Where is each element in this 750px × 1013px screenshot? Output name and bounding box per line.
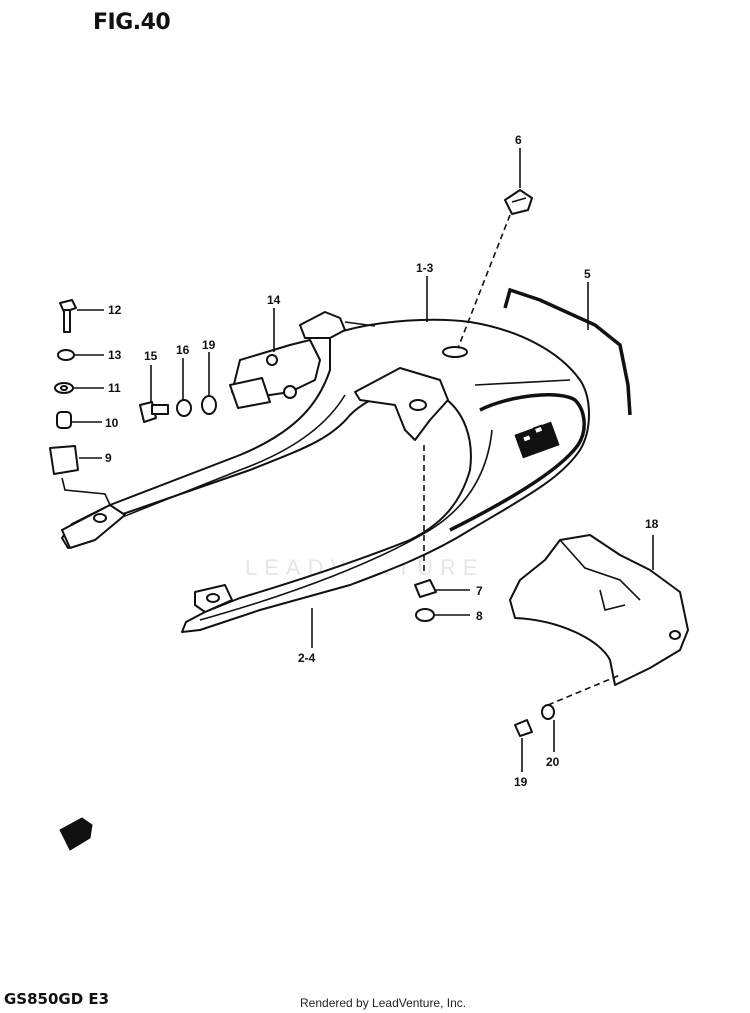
callout-6: 6 xyxy=(515,133,522,147)
callout-19-upper: 19 xyxy=(202,338,216,352)
callout-10: 10 xyxy=(105,416,119,430)
callout-18: 18 xyxy=(645,517,659,531)
callout-11: 11 xyxy=(108,381,121,395)
callout-1-3: 1-3 xyxy=(416,261,434,275)
callout-20: 20 xyxy=(546,755,560,769)
callout-19-lower: 19 xyxy=(514,775,528,789)
callout-12: 12 xyxy=(108,303,122,317)
callout-13: 13 xyxy=(108,348,122,362)
cushion-6 xyxy=(504,189,533,215)
callout-2-4: 2-4 xyxy=(298,651,316,665)
figure-title: FIG.40 xyxy=(93,10,171,35)
callout-5: 5 xyxy=(584,267,591,281)
model-code: GS850GD E3 xyxy=(4,990,110,1008)
tail-cowl xyxy=(61,318,590,633)
callout-7: 7 xyxy=(476,584,483,598)
render-credit: Rendered by LeadVenture, Inc. xyxy=(300,996,467,1010)
hardware xyxy=(49,299,555,851)
callout-14: 14 xyxy=(267,293,281,307)
callout-16: 16 xyxy=(176,343,190,357)
trim-strip xyxy=(503,287,632,416)
seat-lock-assembly xyxy=(229,311,376,409)
rear-cover-18 xyxy=(509,534,689,686)
callout-9: 9 xyxy=(105,451,112,465)
leader-lines xyxy=(72,148,654,772)
callout-8: 8 xyxy=(476,609,483,623)
callout-15: 15 xyxy=(144,349,158,363)
